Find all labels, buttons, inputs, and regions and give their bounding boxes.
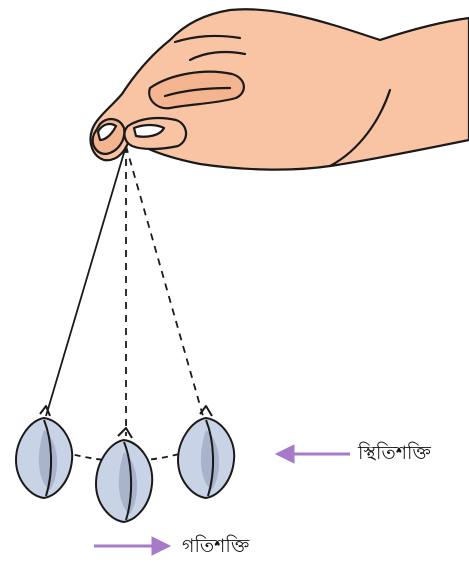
- stone-center: [96, 428, 152, 522]
- potential-energy-label: স্থিতিশক্তি: [358, 444, 431, 463]
- hand-holding-string-icon: [91, 9, 469, 169]
- string-left-solid: [46, 146, 126, 416]
- arrow-left-icon: [276, 445, 350, 463]
- arrow-right-icon: [94, 537, 170, 555]
- string-right-dashed: [126, 146, 203, 416]
- stone-right: [178, 406, 234, 498]
- stone-left: [16, 406, 72, 498]
- pendulum-strings: [46, 146, 203, 461]
- wrapped-stone-icon: [16, 406, 234, 522]
- kinetic-energy-label: গতিশক্তি: [182, 537, 249, 556]
